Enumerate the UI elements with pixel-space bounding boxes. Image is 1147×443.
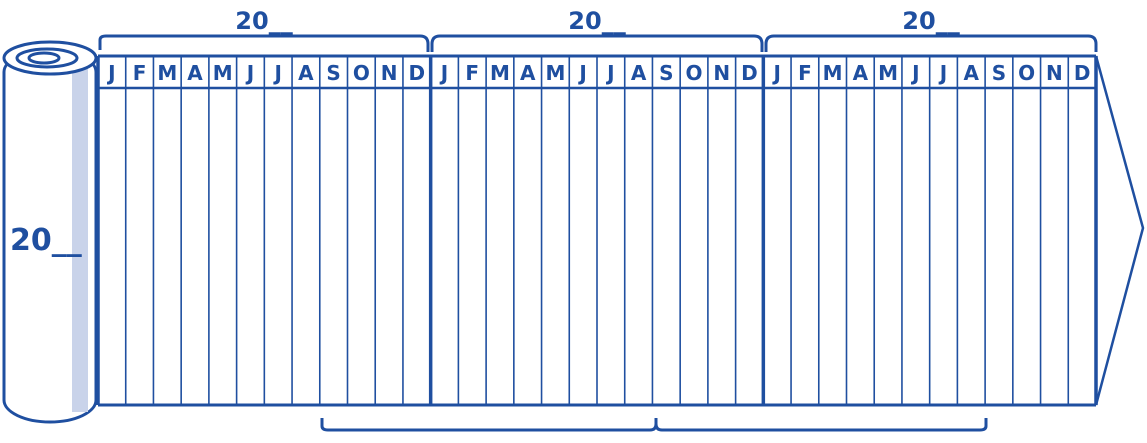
month-label: F	[465, 61, 479, 85]
month-label: M	[213, 61, 233, 85]
month-label: M	[490, 61, 510, 85]
roll-year-label: 20__	[10, 223, 82, 258]
month-label: J	[272, 61, 281, 85]
month-label: O	[353, 61, 370, 85]
month-label: D	[1074, 61, 1091, 85]
month-label: J	[577, 61, 586, 85]
month-label: S	[326, 61, 340, 85]
scroll-roll: 20__	[4, 42, 96, 422]
month-label: J	[771, 61, 780, 85]
month-label: J	[245, 61, 254, 85]
month-label: S	[659, 61, 673, 85]
month-label: N	[381, 61, 398, 85]
month-label: J	[910, 61, 919, 85]
month-label: J	[439, 61, 448, 85]
month-label: A	[853, 61, 869, 85]
year-bracket-2	[432, 36, 762, 52]
month-label: F	[133, 61, 147, 85]
year-header-2: 20__	[568, 7, 625, 35]
month-label: N	[1046, 61, 1063, 85]
month-label: D	[741, 61, 758, 85]
month-label: M	[545, 61, 565, 85]
month-label: S	[992, 61, 1006, 85]
month-label: F	[798, 61, 812, 85]
bottom-bracket-2	[656, 418, 986, 430]
month-label: O	[686, 61, 703, 85]
month-label: M	[823, 61, 843, 85]
month-label: N	[713, 61, 730, 85]
year-bracket-1	[100, 36, 428, 52]
month-label: J	[106, 61, 115, 85]
bottom-bracket-1	[322, 418, 656, 430]
month-label: A	[964, 61, 980, 85]
month-label: M	[157, 61, 177, 85]
year-bracket-3	[766, 36, 1096, 52]
year-header-3: 20__	[902, 7, 959, 35]
month-label: A	[631, 61, 647, 85]
month-label: J	[605, 61, 614, 85]
year-brackets: 20__ 20__ 20__	[100, 7, 1096, 52]
bottom-brackets	[322, 418, 986, 430]
month-label: A	[187, 61, 203, 85]
month-label: O	[1018, 61, 1035, 85]
month-label: A	[520, 61, 536, 85]
month-label: D	[409, 61, 426, 85]
year-header-1: 20__	[235, 7, 292, 35]
month-grid	[98, 56, 1096, 405]
month-label: A	[298, 61, 314, 85]
month-label: M	[878, 61, 898, 85]
sheet-right-arrow	[1096, 56, 1143, 405]
month-label: J	[938, 61, 947, 85]
